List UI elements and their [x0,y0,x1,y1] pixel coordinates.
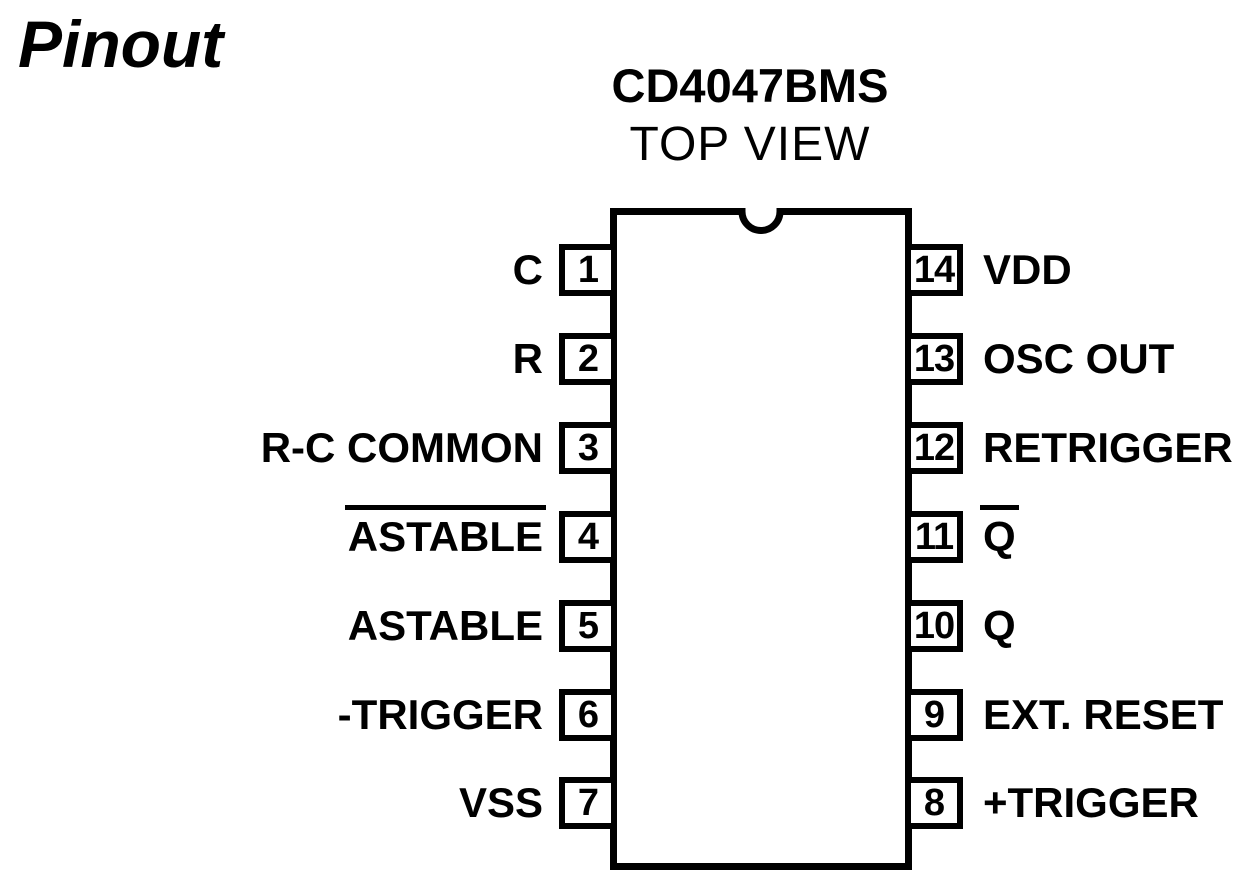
pin-11-label: Q [980,505,1019,560]
pin-4-label: ASTABLE [344,505,547,560]
pin-4-number: 4 [577,516,599,558]
chip-view-label: TOP VIEW [629,118,871,171]
pin-row-1: C 1 [513,244,617,296]
pin-row-7: VSS 7 [459,777,617,829]
pin-12-number: 12 [913,427,955,469]
pin-14-box: 14 [905,244,963,296]
pin-row-10: 10 Q [905,600,1016,652]
pin-1-label: C [512,246,543,293]
pin-7-number: 7 [577,782,599,824]
pin-row-13: 13 OSC OUT [905,333,1174,385]
pin-11-number: 11 [914,516,954,558]
pin-13-number: 13 [913,338,955,380]
pin-8-label: +TRIGGER [983,779,1199,826]
pin-2-box: 2 [559,333,617,385]
page-title: Pinout [18,7,224,81]
pin-11-box: 11 [905,511,963,563]
pin-10-box: 10 [905,600,963,652]
pin-6-box: 6 [559,689,617,741]
pin-row-12: 12 RETRIGGER [905,422,1233,474]
pin-12-label: RETRIGGER [983,424,1233,471]
pin-14-label: VDD [983,246,1072,293]
chip-body-with-notch [610,208,912,870]
pin-1-number: 1 [577,249,599,291]
pin-1-box: 1 [559,244,617,296]
pin-row-8: 8 +TRIGGER [905,777,1199,829]
pin-8-number: 8 [923,782,945,824]
pin-5-number: 5 [577,605,599,647]
pin-8-box: 8 [905,777,963,829]
pin-2-number: 2 [577,338,599,380]
pin-13-label: OSC OUT [983,335,1175,382]
pin-12-box: 12 [905,422,963,474]
pin-13-box: 13 [905,333,963,385]
pin-9-label: EXT. RESET [983,691,1224,738]
pin-6-label: -TRIGGER [337,691,543,738]
pin-5-box: 5 [559,600,617,652]
pin-6-number: 6 [577,694,599,736]
pin-3-label: R-C COMMON [260,424,543,471]
pin-row-4: ASTABLE 4 [344,505,617,563]
pin-9-box: 9 [905,689,963,741]
pin-7-box: 7 [559,777,617,829]
pin-row-2: R 2 [513,333,617,385]
pin-10-number: 10 [913,605,955,647]
pin-row-9: 9 EXT. RESET [905,689,1223,741]
pin-14-number: 14 [913,249,955,291]
pin-3-number: 3 [577,427,599,469]
pin-4-box: 4 [559,511,617,563]
pin-3-box: 3 [559,422,617,474]
pin-5-label: ASTABLE [347,602,543,649]
pin-row-14: 14 VDD [905,244,1072,296]
pin-2-label: R [512,335,543,382]
pin-9-number: 9 [923,694,945,736]
pin-row-6: -TRIGGER 6 [338,689,617,741]
pin-row-3: R-C COMMON 3 [261,422,617,474]
pin-7-label: VSS [458,779,543,826]
chip-name: CD4047BMS [611,59,889,112]
pin-row-11: 11 Q [905,505,1019,563]
pin-10-label: Q [983,602,1016,649]
pin-row-5: ASTABLE 5 [348,600,617,652]
